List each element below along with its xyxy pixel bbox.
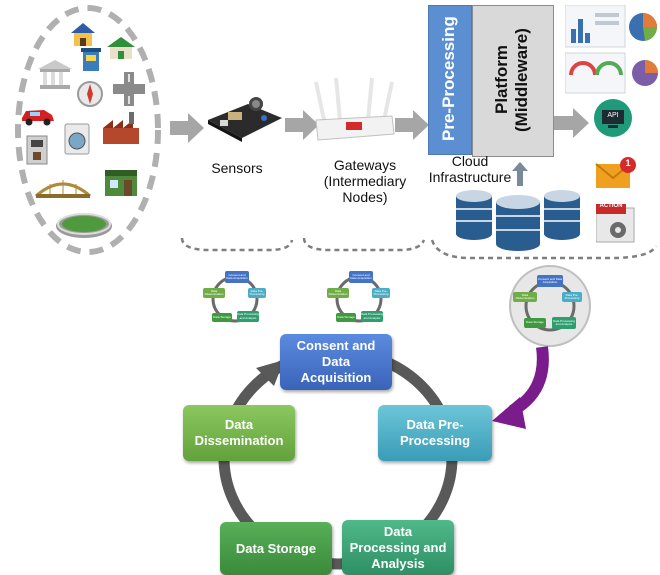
mini-center-dissemination: Data Dissemination [327,288,349,298]
green-house-icon [107,37,135,59]
mini-right-analysis: Data Processing and Analysis [552,317,576,329]
bridge-icon [35,180,91,198]
mini-center-consent: Consent and Data Acquisition [349,271,373,283]
mail-badge: 1 [625,158,631,168]
dashed-brackets [180,237,658,260]
dashboard-charts-image [565,5,658,94]
stadium-icon [56,213,112,238]
coffee-machine-icon [26,135,48,165]
mini-left-storage: Data Storage [212,313,232,322]
stage-data-storage: Data Storage [220,522,332,575]
mini-left-analysis: Data Processing and Analysis [237,311,259,322]
mini-left-dissemination: Data Dissemination [203,288,225,298]
preprocessing-bar [428,5,472,155]
flow-arrow-1 [170,113,204,143]
trash-bin-icon [81,48,101,71]
platform-box [472,5,554,157]
compass-icon [77,81,103,107]
stage-data-dissemination: Data Dissemination [183,405,295,461]
gateways-label: Gateways (Intermediary Nodes) [323,157,407,205]
mini-center-preprocessing: Data Pre-Processing [372,288,390,298]
database-cluster-icon [456,190,580,251]
mini-left-preprocessing: Data Pre-Processing [248,288,266,298]
mini-left-consent: Consent and Data Acquisition [225,271,249,283]
preprocessing-label: Pre-Processing [439,16,458,142]
house-icon [71,23,95,46]
action-label: ACTION [599,203,623,209]
platform-label: Platform (Middleware) [492,28,531,132]
flow-arrow-3 [395,110,429,140]
mail-icon [595,157,636,188]
washing-machine-icon [64,123,90,155]
purple-curved-arrow [492,346,549,429]
store-icon [105,170,137,196]
cloud-infrastructure-label: Cloud Infrastructure [428,153,512,185]
mini-right-consent: Consent and Data Acquisition [537,275,563,287]
flow-arrow-2 [285,110,319,140]
car-icon [22,110,54,126]
api-label: API [607,112,619,119]
sensor-board-image [208,97,282,142]
api-icon [594,99,632,137]
mini-right-preprocessing: Data Pre-Processing [562,292,582,302]
road-crossing-icon [113,72,145,106]
stage-processing-analysis: Data Processing and Analysis [342,520,454,575]
flow-arrow-4 [553,108,589,138]
stage-consent-acquisition: Consent and Data Acquisition [280,334,392,390]
mini-center-storage: Data Storage [336,313,356,322]
action-gear-icon [596,204,635,243]
devices-ellipse [15,5,161,255]
upward-arrow-icon [512,162,528,186]
stage-data-preprocessing: Data Pre- Processing [378,405,492,461]
factory-icon [103,112,139,144]
mini-right-storage: Data Storage [524,318,546,328]
mini-right-dissemination: Data Dissemination [513,292,537,302]
gateway-router-image [314,77,395,141]
bank-building-icon [38,60,72,89]
sensors-label: Sensors [211,160,263,176]
mini-center-analysis: Data Processing and Analysis [361,311,383,322]
